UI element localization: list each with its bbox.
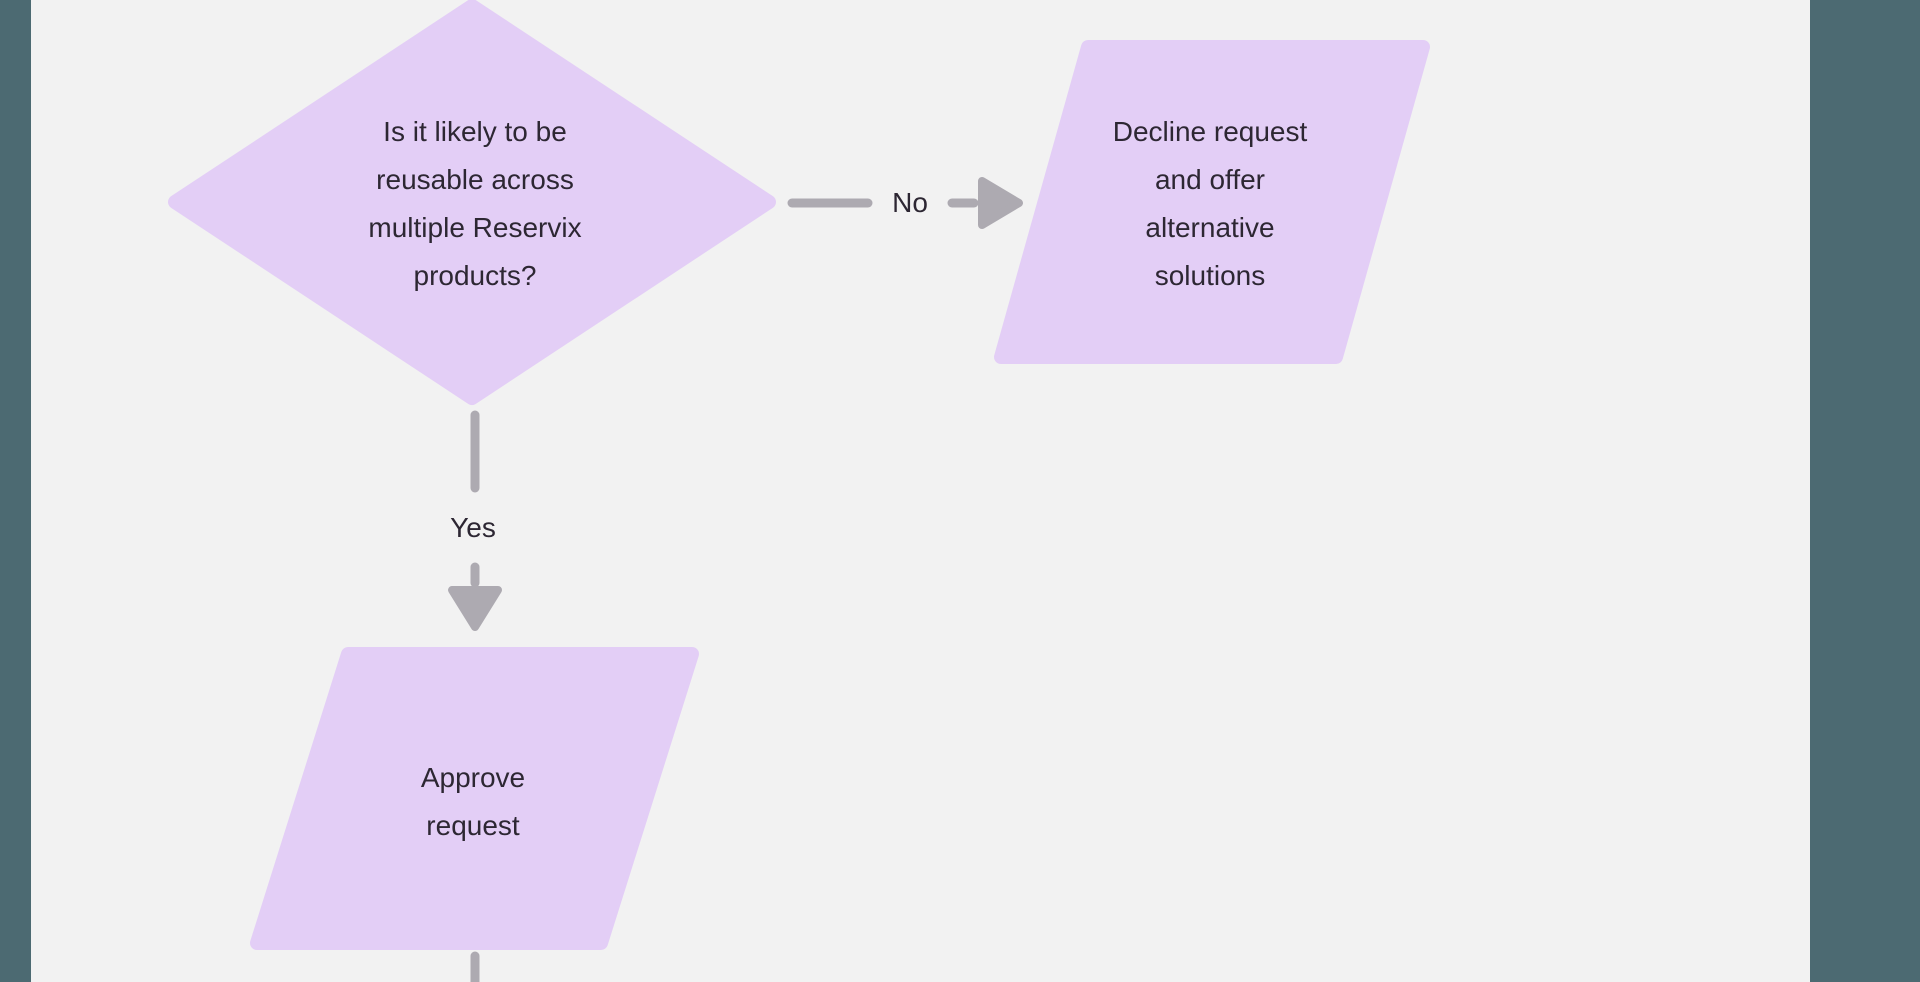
approve-node[interactable] bbox=[250, 647, 699, 950]
right-panel-edge bbox=[1810, 0, 1920, 982]
arrowhead-down-icon bbox=[448, 586, 502, 631]
decision-node[interactable] bbox=[168, 0, 776, 405]
decline-node[interactable] bbox=[994, 40, 1430, 364]
left-panel-edge bbox=[0, 0, 31, 982]
no-connector[interactable] bbox=[787, 177, 1023, 229]
arrowhead-right-icon bbox=[978, 177, 1023, 229]
yes-connector[interactable] bbox=[448, 410, 502, 631]
